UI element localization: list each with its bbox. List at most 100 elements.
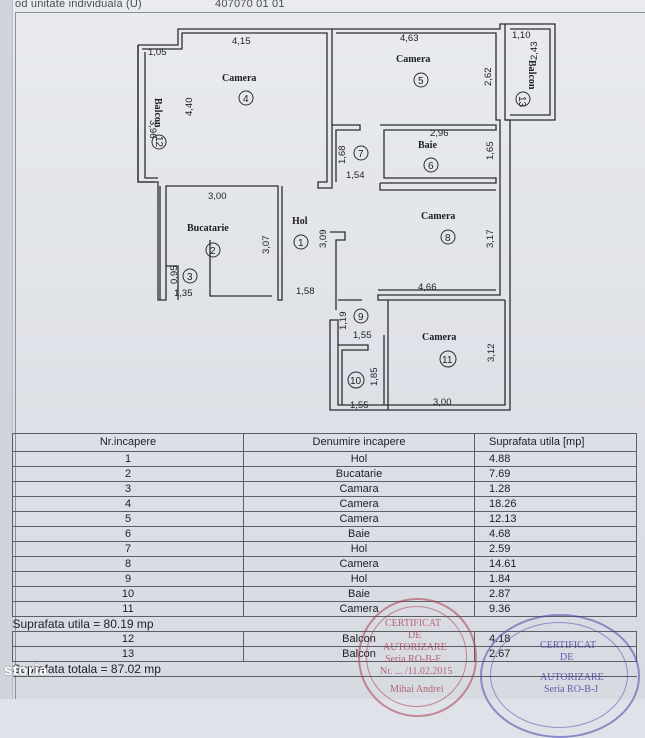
room-13-number: 13	[516, 96, 527, 108]
wall-lines	[137, 23, 556, 411]
cell-nr: 2	[12, 466, 244, 482]
cell-name: Camara	[243, 481, 475, 497]
room-7-number: 7	[358, 149, 364, 160]
red-stamp-line-3: AUTORIZARE	[383, 642, 447, 653]
cell-nr: 3	[12, 481, 244, 497]
cell-area: 1.28	[474, 481, 637, 497]
room-balcon-12-label: Balcon	[152, 98, 163, 128]
dim-2-43: 2,43	[529, 42, 540, 61]
cell-nr: 1	[12, 451, 244, 467]
floor-plan: Camera 4 Camera 5 Balcon 13 Balcon 12 7 …	[137, 23, 556, 411]
dim-2-62: 2,62	[483, 68, 494, 87]
cell-area: 2.87	[474, 586, 637, 602]
frame-left-line	[15, 12, 16, 699]
room-5-number: 5	[418, 76, 424, 87]
room-camera-5-label: Camera	[396, 54, 430, 65]
dim-1-05: 1,05	[148, 47, 167, 58]
room-baie-6-label: Baie	[418, 140, 437, 151]
dim-1-35: 1,35	[174, 288, 193, 299]
cell-name: Camera	[243, 496, 475, 512]
dim-3-12: 3,12	[486, 344, 497, 363]
room-camera-4-label: Camera	[222, 73, 256, 84]
room-12-number: 12	[153, 136, 164, 148]
dim-1-55-hall: 1,55	[353, 330, 372, 341]
cell-area: 18.26	[474, 496, 637, 512]
room-hol-1-label: Hol	[292, 216, 308, 227]
room-7-marker	[353, 145, 369, 161]
cell-name: Camera	[243, 556, 475, 572]
cell-nr: 7	[12, 541, 244, 557]
dim-3-00-room11: 3,00	[433, 397, 452, 408]
dim-1-65: 1,65	[485, 142, 496, 161]
cell-name: Baie	[243, 526, 475, 542]
dim-3-17: 3,17	[485, 230, 496, 249]
room-6-marker	[423, 157, 439, 173]
room-bucatarie-2-label: Bucatarie	[187, 223, 229, 234]
room-4-number: 4	[243, 94, 249, 105]
header-text-right: 407070 01 01	[215, 0, 285, 10]
dim-1-10: 1,10	[512, 30, 531, 41]
header-text-left: od unitate individuala (U)	[15, 0, 142, 10]
red-stamp-line-2: DE	[408, 630, 422, 641]
binder-gutter	[0, 0, 13, 699]
dim-4-15: 4,15	[232, 36, 251, 47]
dim-4-40: 4,40	[184, 98, 195, 117]
room-8-number: 8	[445, 233, 451, 244]
room-1-number: 1	[298, 238, 304, 249]
cell-nr: 8	[12, 556, 244, 572]
cell-nr: 9	[12, 571, 244, 587]
room-balcon-13-label: Balcon	[526, 60, 537, 90]
room-9-number: 9	[358, 312, 364, 323]
cell-name: Hol	[243, 571, 475, 587]
cell-area: 4.88	[474, 451, 637, 467]
cell-nr: 4	[12, 496, 244, 512]
blue-stamp-line-1: CERTIFICAT	[540, 640, 597, 651]
room-12-marker	[151, 134, 167, 150]
room-8-marker	[440, 229, 456, 245]
room-10-marker	[347, 371, 365, 389]
header-strip: od unitate individuala (U) 407070 01 01	[15, 0, 645, 12]
room-6-number: 6	[428, 161, 434, 172]
cell-nr: 12	[12, 631, 244, 647]
room-1-marker	[293, 234, 309, 250]
dim-4-63: 4,63	[400, 33, 419, 44]
room-10-number: 10	[350, 376, 362, 387]
cell-area: 9.36	[474, 601, 637, 617]
cell-name: Baie	[243, 586, 475, 602]
red-stamp-line-5: Nr. ... /11.02.2015	[380, 666, 453, 677]
cell-area: 12.13	[474, 511, 637, 527]
dim-2-96: 2,96	[430, 128, 449, 139]
red-stamp-line-4: Seria RO-B-F	[385, 654, 441, 665]
cell-nr: 13	[12, 646, 244, 662]
cell-area: 2.59	[474, 541, 637, 557]
room-2-number: 2	[210, 246, 216, 257]
cell-name: Camera	[243, 511, 475, 527]
blue-stamp-line-4: Seria RO-B-J	[544, 684, 599, 695]
room-11-marker	[439, 350, 457, 368]
cell-name: Hol	[243, 541, 475, 557]
room-13-marker	[515, 91, 531, 107]
header-divider	[15, 12, 645, 13]
room-5-marker	[413, 72, 429, 88]
dim-1-55-bath: 1,55	[350, 400, 369, 411]
blue-stamp-line-2: DE	[560, 652, 574, 663]
cell-nr: 10	[12, 586, 244, 602]
cell-name: Hol	[243, 451, 475, 467]
dim-4-66: 4,66	[418, 282, 437, 293]
col-header-nr: Nr.incapere	[12, 433, 244, 452]
cell-nr: 6	[12, 526, 244, 542]
col-header-name: Denumire incapere	[243, 433, 475, 452]
col-header-area: Suprafata utila [mp]	[474, 433, 637, 452]
cell-area: 4.68	[474, 526, 637, 542]
room-areas-table: Nr.incapere Denumire incapere Suprafata …	[12, 433, 637, 677]
red-stamp-line-1: CERTIFICAT	[385, 618, 442, 629]
